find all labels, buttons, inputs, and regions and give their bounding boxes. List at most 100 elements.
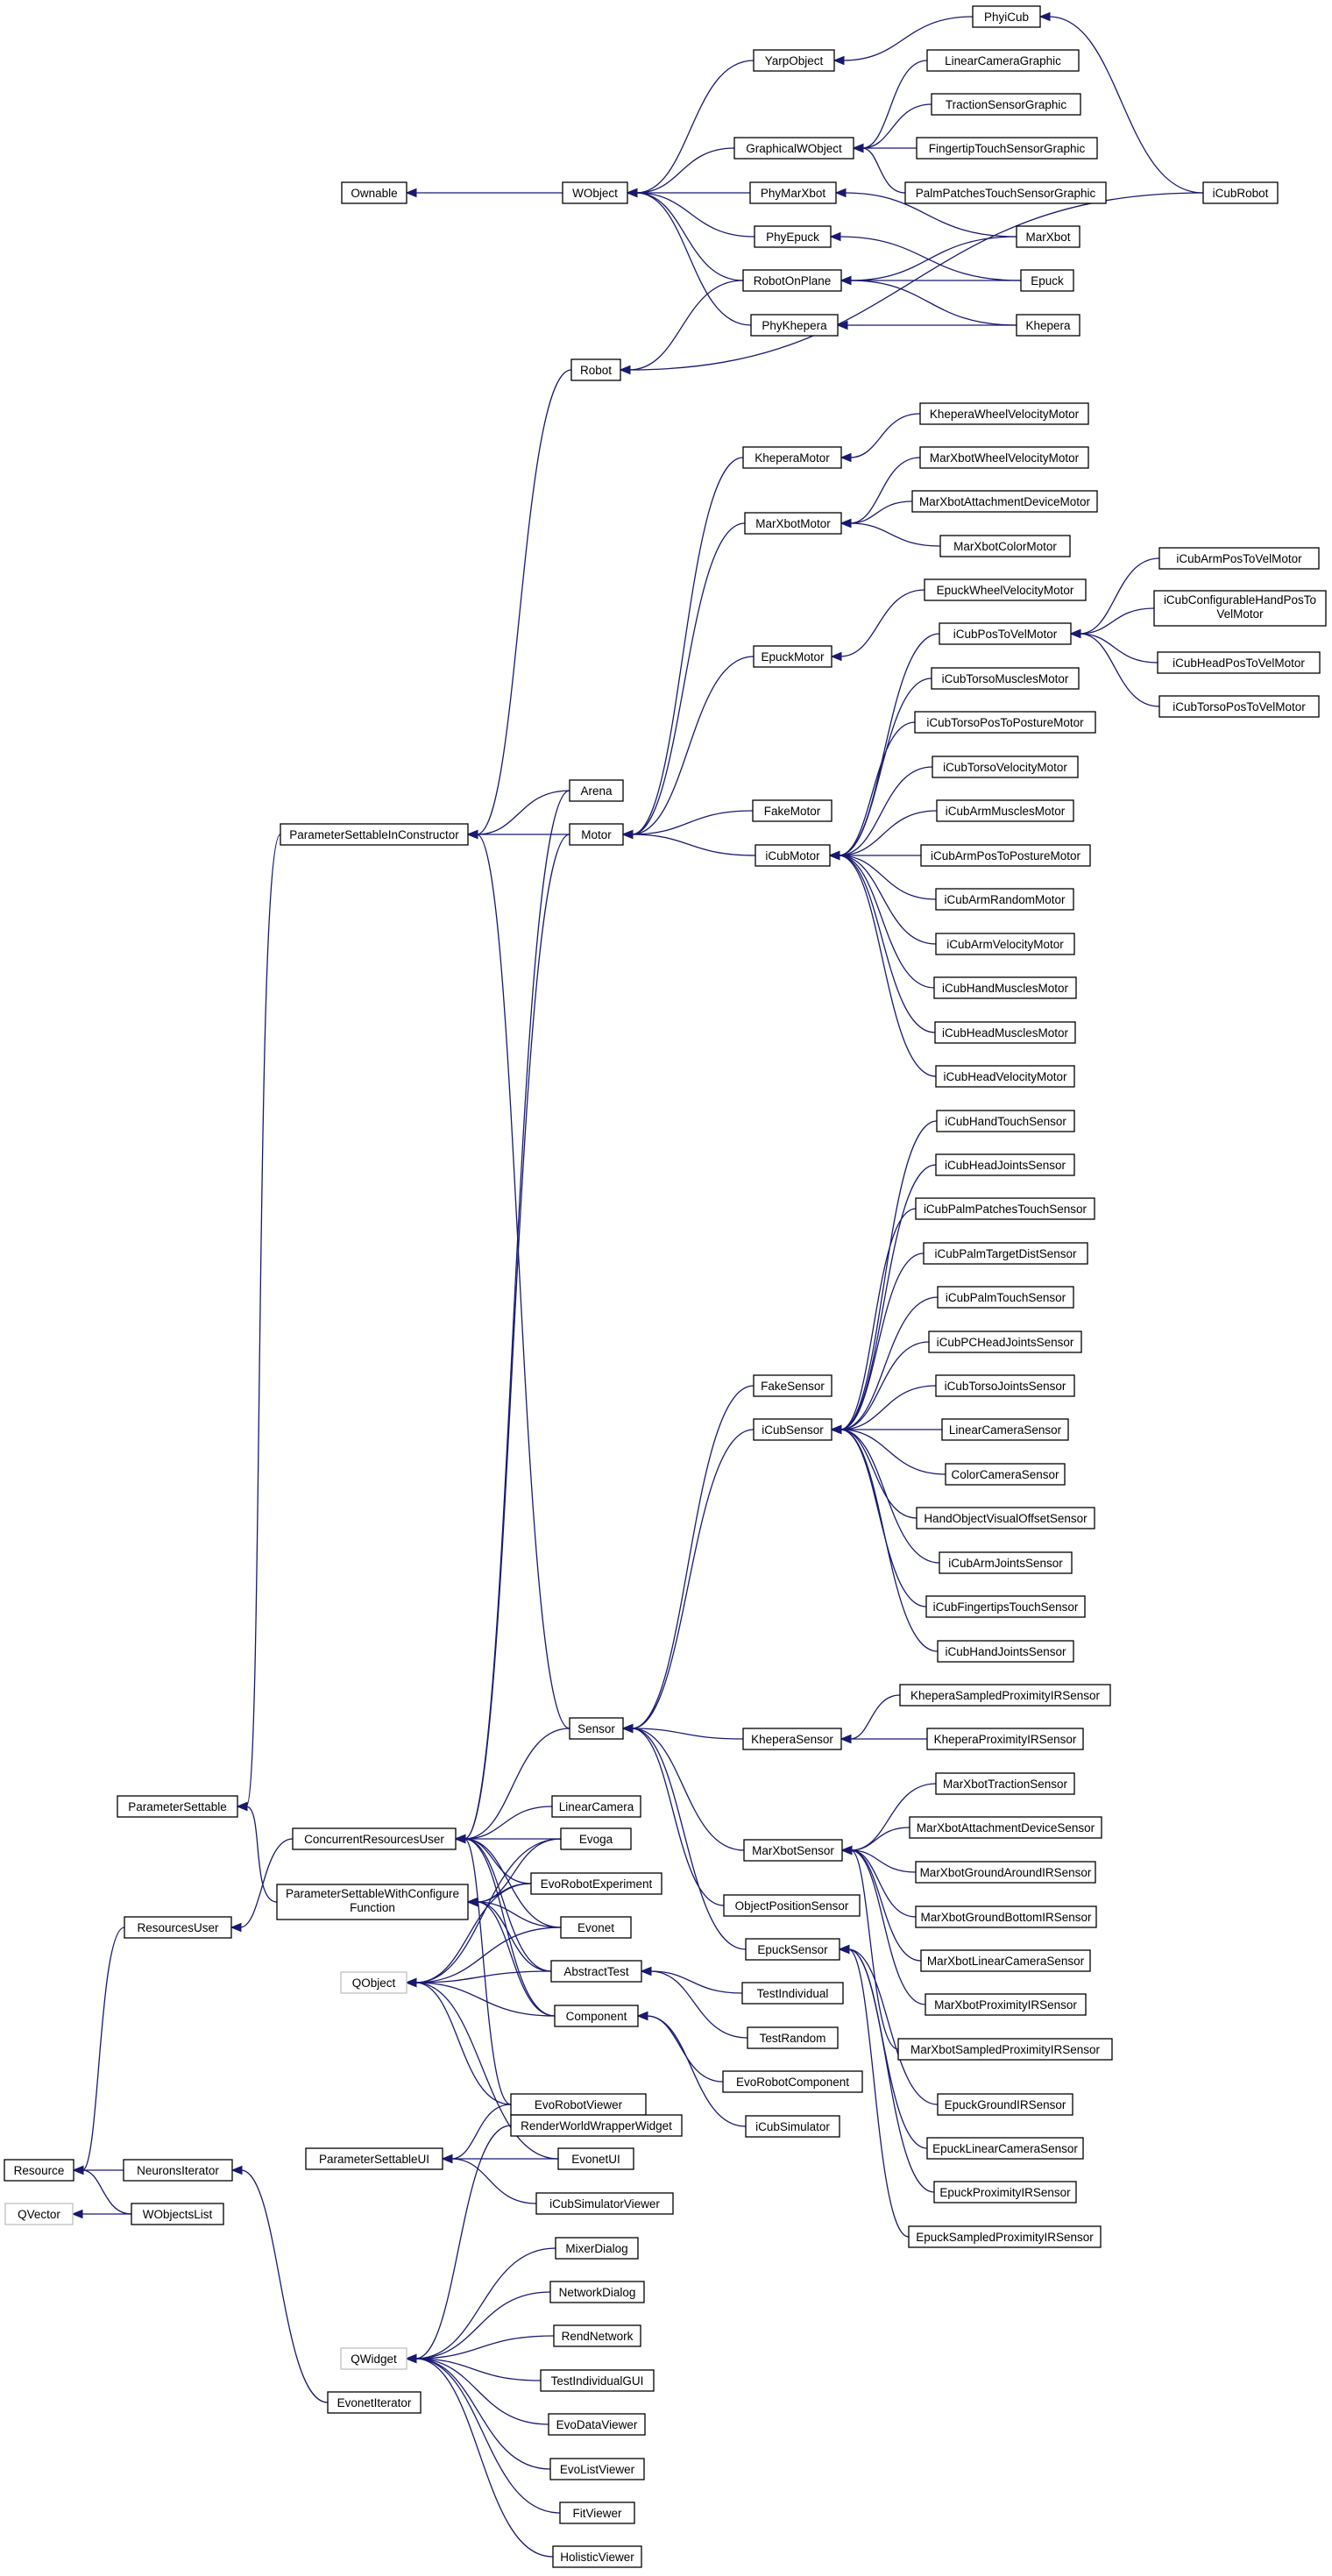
class-node-i-cub-torso-joints-sensor[interactable]: iCubTorsoJointsSensor	[935, 1374, 1075, 1397]
class-node-i-cub-torso-muscles-motor[interactable]: iCubTorsoMusclesMotor	[931, 667, 1080, 690]
class-node-epuck-proximity-ir-sensor[interactable]: EpuckProximityIRSensor	[933, 2181, 1077, 2203]
class-node-fit-viewer[interactable]: FitViewer	[559, 2501, 635, 2524]
class-node-i-cub-robot[interactable]: iCubRobot	[1202, 181, 1279, 204]
class-node-i-cub-palm-patches-touch-sensor[interactable]: iCubPalmPatchesTouchSensor	[915, 1197, 1095, 1220]
class-node-q-widget[interactable]: QWidget	[340, 2347, 407, 2370]
class-node-evo-list-viewer[interactable]: EvoListViewer	[549, 2458, 645, 2480]
class-node-evonet[interactable]: Evonet	[560, 1916, 632, 1939]
class-node-mar-xbot-sensor[interactable]: MarXbotSensor	[743, 1839, 843, 1862]
class-node-epuck-sensor[interactable]: EpuckSensor	[745, 1938, 840, 1961]
class-node-i-cub-simulator-viewer[interactable]: iCubSimulatorViewer	[535, 2192, 674, 2215]
class-node-i-cub-head-velocity-motor[interactable]: iCubHeadVelocityMotor	[935, 1065, 1075, 1088]
class-node-mixer-dialog[interactable]: MixerDialog	[555, 2237, 639, 2260]
class-node-network-dialog[interactable]: NetworkDialog	[549, 2281, 645, 2303]
class-node-neurons-iterator[interactable]: NeuronsIterator	[123, 2159, 233, 2182]
class-node-i-cub-palm-target-dist-sensor[interactable]: iCubPalmTargetDistSensor	[923, 1242, 1088, 1265]
class-node-render-world-wrapper-widget[interactable]: RenderWorldWrapperWidget	[510, 2114, 683, 2137]
class-node-epuck-sampled-proximity-ir-sensor[interactable]: EpuckSampledProximityIRSensor	[908, 2225, 1102, 2248]
class-node-resource[interactable]: Resource	[4, 2159, 74, 2182]
class-node-q-object[interactable]: QObject	[340, 1971, 407, 1994]
class-node-mar-xbot-attachment-device-sensor[interactable]: MarXbotAttachmentDeviceSensor	[909, 1816, 1102, 1839]
class-node-mar-xbot-attachment-device-motor[interactable]: MarXbotAttachmentDeviceMotor	[911, 490, 1098, 513]
class-node-i-cub-head-muscles-motor[interactable]: iCubHeadMusclesMotor	[934, 1021, 1076, 1044]
class-node-robot-on-plane[interactable]: RobotOnPlane	[742, 269, 842, 292]
class-node-i-cub-pos-to-vel-motor[interactable]: iCubPosToVelMotor	[939, 622, 1072, 645]
class-node-robot[interactable]: Robot	[570, 358, 621, 381]
class-node-phy-mar-xbot[interactable]: PhyMarXbot	[749, 181, 837, 204]
class-node-i-cub-motor[interactable]: iCubMotor	[755, 844, 831, 867]
class-node-mar-xbot-proximity-ir-sensor[interactable]: MarXbotProximityIRSensor	[925, 1993, 1087, 2016]
class-node-mar-xbot-motor[interactable]: MarXbotMotor	[744, 512, 842, 535]
class-node-epuck-linear-camera-sensor[interactable]: EpuckLinearCameraSensor	[926, 2137, 1084, 2160]
class-node-resources-user[interactable]: ResourcesUser	[124, 1916, 232, 1939]
class-node-rend-network[interactable]: RendNetwork	[553, 2324, 641, 2347]
class-node-i-cub-arm-muscles-motor[interactable]: iCubArmMusclesMotor	[936, 799, 1074, 822]
class-node-i-cub-arm-pos-to-vel-motor[interactable]: iCubArmPosToVelMotor	[1158, 547, 1320, 570]
class-node-khepera-sampled-proximity-ir-sensor[interactable]: KheperaSampledProximityIRSensor	[899, 1684, 1111, 1707]
class-node-linear-camera-sensor[interactable]: LinearCameraSensor	[941, 1418, 1069, 1441]
class-node-mar-xbot[interactable]: MarXbot	[1016, 225, 1080, 248]
class-node-phy-epuck[interactable]: PhyEpuck	[754, 225, 832, 248]
class-node-khepera-sensor[interactable]: KheperaSensor	[742, 1728, 842, 1750]
class-node-linear-camera-graphic[interactable]: LinearCameraGraphic	[926, 49, 1080, 72]
class-node-mar-xbot-wheel-velocity-motor[interactable]: MarXbotWheelVelocityMotor	[919, 446, 1089, 469]
class-node-phyi-cub[interactable]: PhyiCub	[972, 5, 1041, 28]
class-node-parameter-settable-ui[interactable]: ParameterSettableUI	[305, 2147, 443, 2170]
class-node-i-cub-torso-pos-to-posture-motor[interactable]: iCubTorsoPosToPostureMotor	[914, 711, 1096, 734]
class-node-q-vector[interactable]: QVector	[4, 2203, 74, 2225]
class-node-abstract-test[interactable]: AbstractTest	[550, 1960, 642, 1983]
class-node-evonet-ui[interactable]: EvonetUI	[557, 2147, 634, 2170]
class-node-epuck-motor[interactable]: EpuckMotor	[753, 645, 832, 668]
class-node-i-cub-arm-pos-to-posture-motor[interactable]: iCubArmPosToPostureMotor	[920, 844, 1091, 867]
class-node-evoga[interactable]: Evoga	[560, 1827, 632, 1850]
class-node-arena[interactable]: Arena	[569, 779, 624, 802]
class-node-hand-object-visual-offset-sensor[interactable]: HandObjectVisualOffsetSensor	[916, 1507, 1095, 1529]
class-node-i-cub-pc-head-joints-sensor[interactable]: iCubPCHeadJointsSensor	[928, 1331, 1082, 1353]
class-node-evo-robot-viewer[interactable]: EvoRobotViewer	[510, 2093, 647, 2116]
class-node-khepera-motor[interactable]: KheperaMotor	[742, 446, 842, 469]
class-node-i-cub-arm-velocity-motor[interactable]: iCubArmVelocityMotor	[935, 933, 1075, 955]
class-node-w-objects-list[interactable]: WObjectsList	[131, 2203, 224, 2225]
class-node-epuck[interactable]: Epuck	[1020, 269, 1074, 292]
class-node-fake-motor[interactable]: FakeMotor	[752, 799, 832, 822]
class-node-khepera-proximity-ir-sensor[interactable]: KheperaProximityIRSensor	[926, 1728, 1084, 1750]
class-node-mar-xbot-linear-camera-sensor[interactable]: MarXbotLinearCameraSensor	[920, 1949, 1091, 1972]
class-node-i-cub-palm-touch-sensor[interactable]: iCubPalmTouchSensor	[937, 1286, 1074, 1309]
class-node-parameter-settable[interactable]: ParameterSettable	[117, 1795, 238, 1818]
class-node-evo-robot-experiment[interactable]: EvoRobotExperiment	[530, 1872, 662, 1895]
class-node-i-cub-fingertips-touch-sensor[interactable]: iCubFingertipsTouchSensor	[925, 1595, 1086, 1618]
class-node-i-cub-torso-pos-to-vel-motor[interactable]: iCubTorsoPosToVelMotor	[1158, 695, 1320, 718]
class-node-yarp-object[interactable]: YarpObject	[753, 49, 835, 72]
class-node-sensor[interactable]: Sensor	[569, 1717, 624, 1740]
class-node-concurrent-resources-user[interactable]: ConcurrentResourcesUser	[292, 1827, 457, 1850]
class-node-i-cub-head-joints-sensor[interactable]: iCubHeadJointsSensor	[935, 1153, 1075, 1176]
class-node-i-cub-hand-touch-sensor[interactable]: iCubHandTouchSensor	[936, 1110, 1075, 1132]
class-node-mar-xbot-color-motor[interactable]: MarXbotColorMotor	[939, 535, 1071, 557]
class-node-evo-data-viewer[interactable]: EvoDataViewer	[548, 2413, 646, 2436]
class-node-mar-xbot-sampled-proximity-ir-sensor[interactable]: MarXbotSampledProximityIRSensor	[897, 2038, 1113, 2061]
class-node-fingertip-touch-sensor-graphic[interactable]: FingertipTouchSensorGraphic	[916, 137, 1098, 160]
class-node-i-cub-simulator[interactable]: iCubSimulator	[745, 2115, 840, 2138]
class-node-mar-xbot-ground-bottom-ir-sensor[interactable]: MarXbotGroundBottomIRSensor	[915, 1905, 1097, 1928]
class-node-evonet-iterator[interactable]: EvonetIterator	[327, 2391, 422, 2414]
class-node-mar-xbot-traction-sensor[interactable]: MarXbotTractionSensor	[935, 1772, 1075, 1795]
class-node-parameter-settable-in-constructor[interactable]: ParameterSettableInConstructor	[280, 823, 469, 846]
class-node-khepera[interactable]: Khepera	[1016, 314, 1080, 337]
class-node-i-cub-arm-joints-sensor[interactable]: iCubArmJointsSensor	[939, 1551, 1073, 1574]
class-node-fake-sensor[interactable]: FakeSensor	[753, 1374, 832, 1397]
class-node-motor[interactable]: Motor	[569, 823, 624, 846]
class-node-object-position-sensor[interactable]: ObjectPositionSensor	[723, 1894, 861, 1917]
class-node-test-individual-gui[interactable]: TestIndividualGUI	[540, 2369, 655, 2392]
class-node-ownable[interactable]: Ownable	[341, 181, 407, 204]
class-node-w-object[interactable]: WObject	[562, 181, 628, 204]
class-node-graphical-w-object[interactable]: GraphicalWObject	[733, 137, 854, 160]
class-node-component[interactable]: Component	[554, 2005, 639, 2027]
class-node-holistic-viewer[interactable]: HolisticViewer	[552, 2545, 642, 2568]
class-node-epuck-wheel-velocity-motor[interactable]: EpuckWheelVelocityMotor	[924, 578, 1087, 601]
class-node-test-individual[interactable]: TestIndividual	[741, 1982, 844, 2005]
class-node-phy-khepera[interactable]: PhyKhepera	[750, 314, 839, 337]
class-node-test-random[interactable]: TestRandom	[747, 2026, 839, 2049]
class-node-traction-sensor-graphic[interactable]: TractionSensorGraphic	[931, 93, 1081, 116]
